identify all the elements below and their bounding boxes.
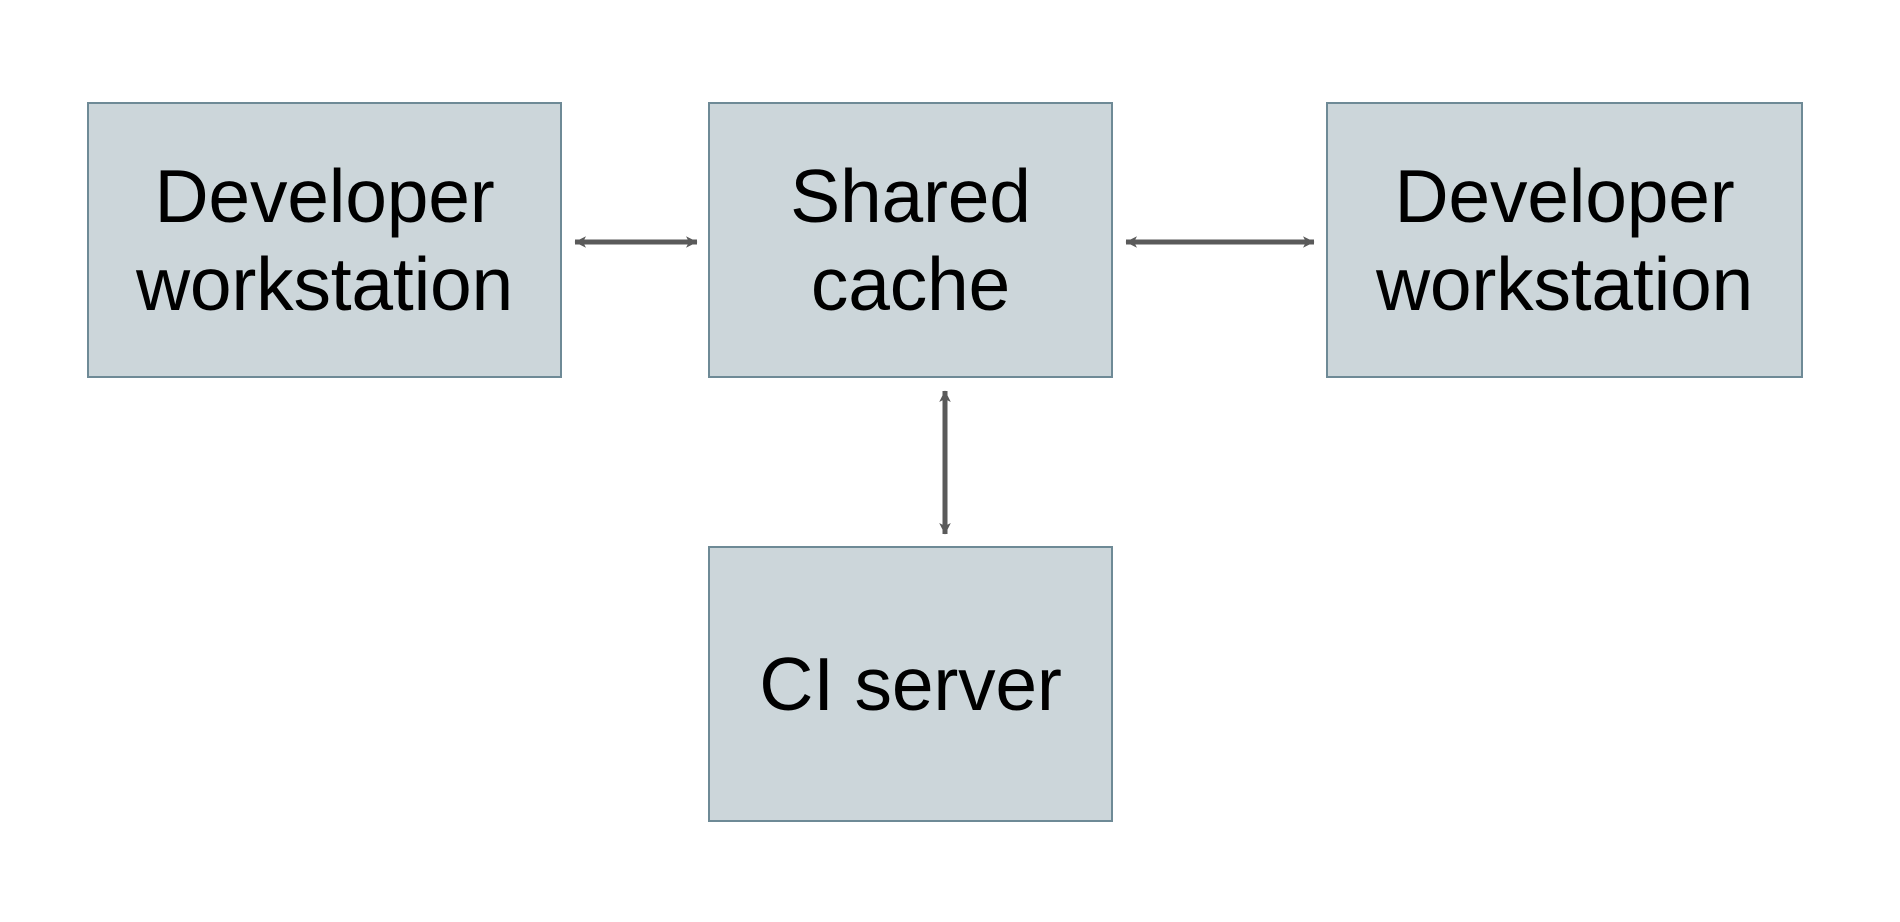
node-developer-workstation-right[interactable]: Developer workstation bbox=[1326, 102, 1803, 378]
node-ci-server[interactable]: CI server bbox=[708, 546, 1113, 822]
node-developer-workstation-left[interactable]: Developer workstation bbox=[87, 102, 562, 378]
node-label-shared-cache: Shared cache bbox=[790, 153, 1031, 327]
edge-shared-cache-dev-right-hitbox[interactable] bbox=[1113, 222, 1327, 262]
node-label-developer-workstation-right: Developer workstation bbox=[1375, 153, 1754, 327]
node-label-developer-workstation-left: Developer workstation bbox=[135, 153, 514, 327]
edge-dev-left-shared-cache-hitbox[interactable] bbox=[562, 222, 709, 262]
node-shared-cache[interactable]: Shared cache bbox=[708, 102, 1113, 378]
node-label-ci-server: CI server bbox=[759, 641, 1062, 726]
edge-shared-cache-ci-server-hitbox[interactable] bbox=[925, 378, 965, 547]
